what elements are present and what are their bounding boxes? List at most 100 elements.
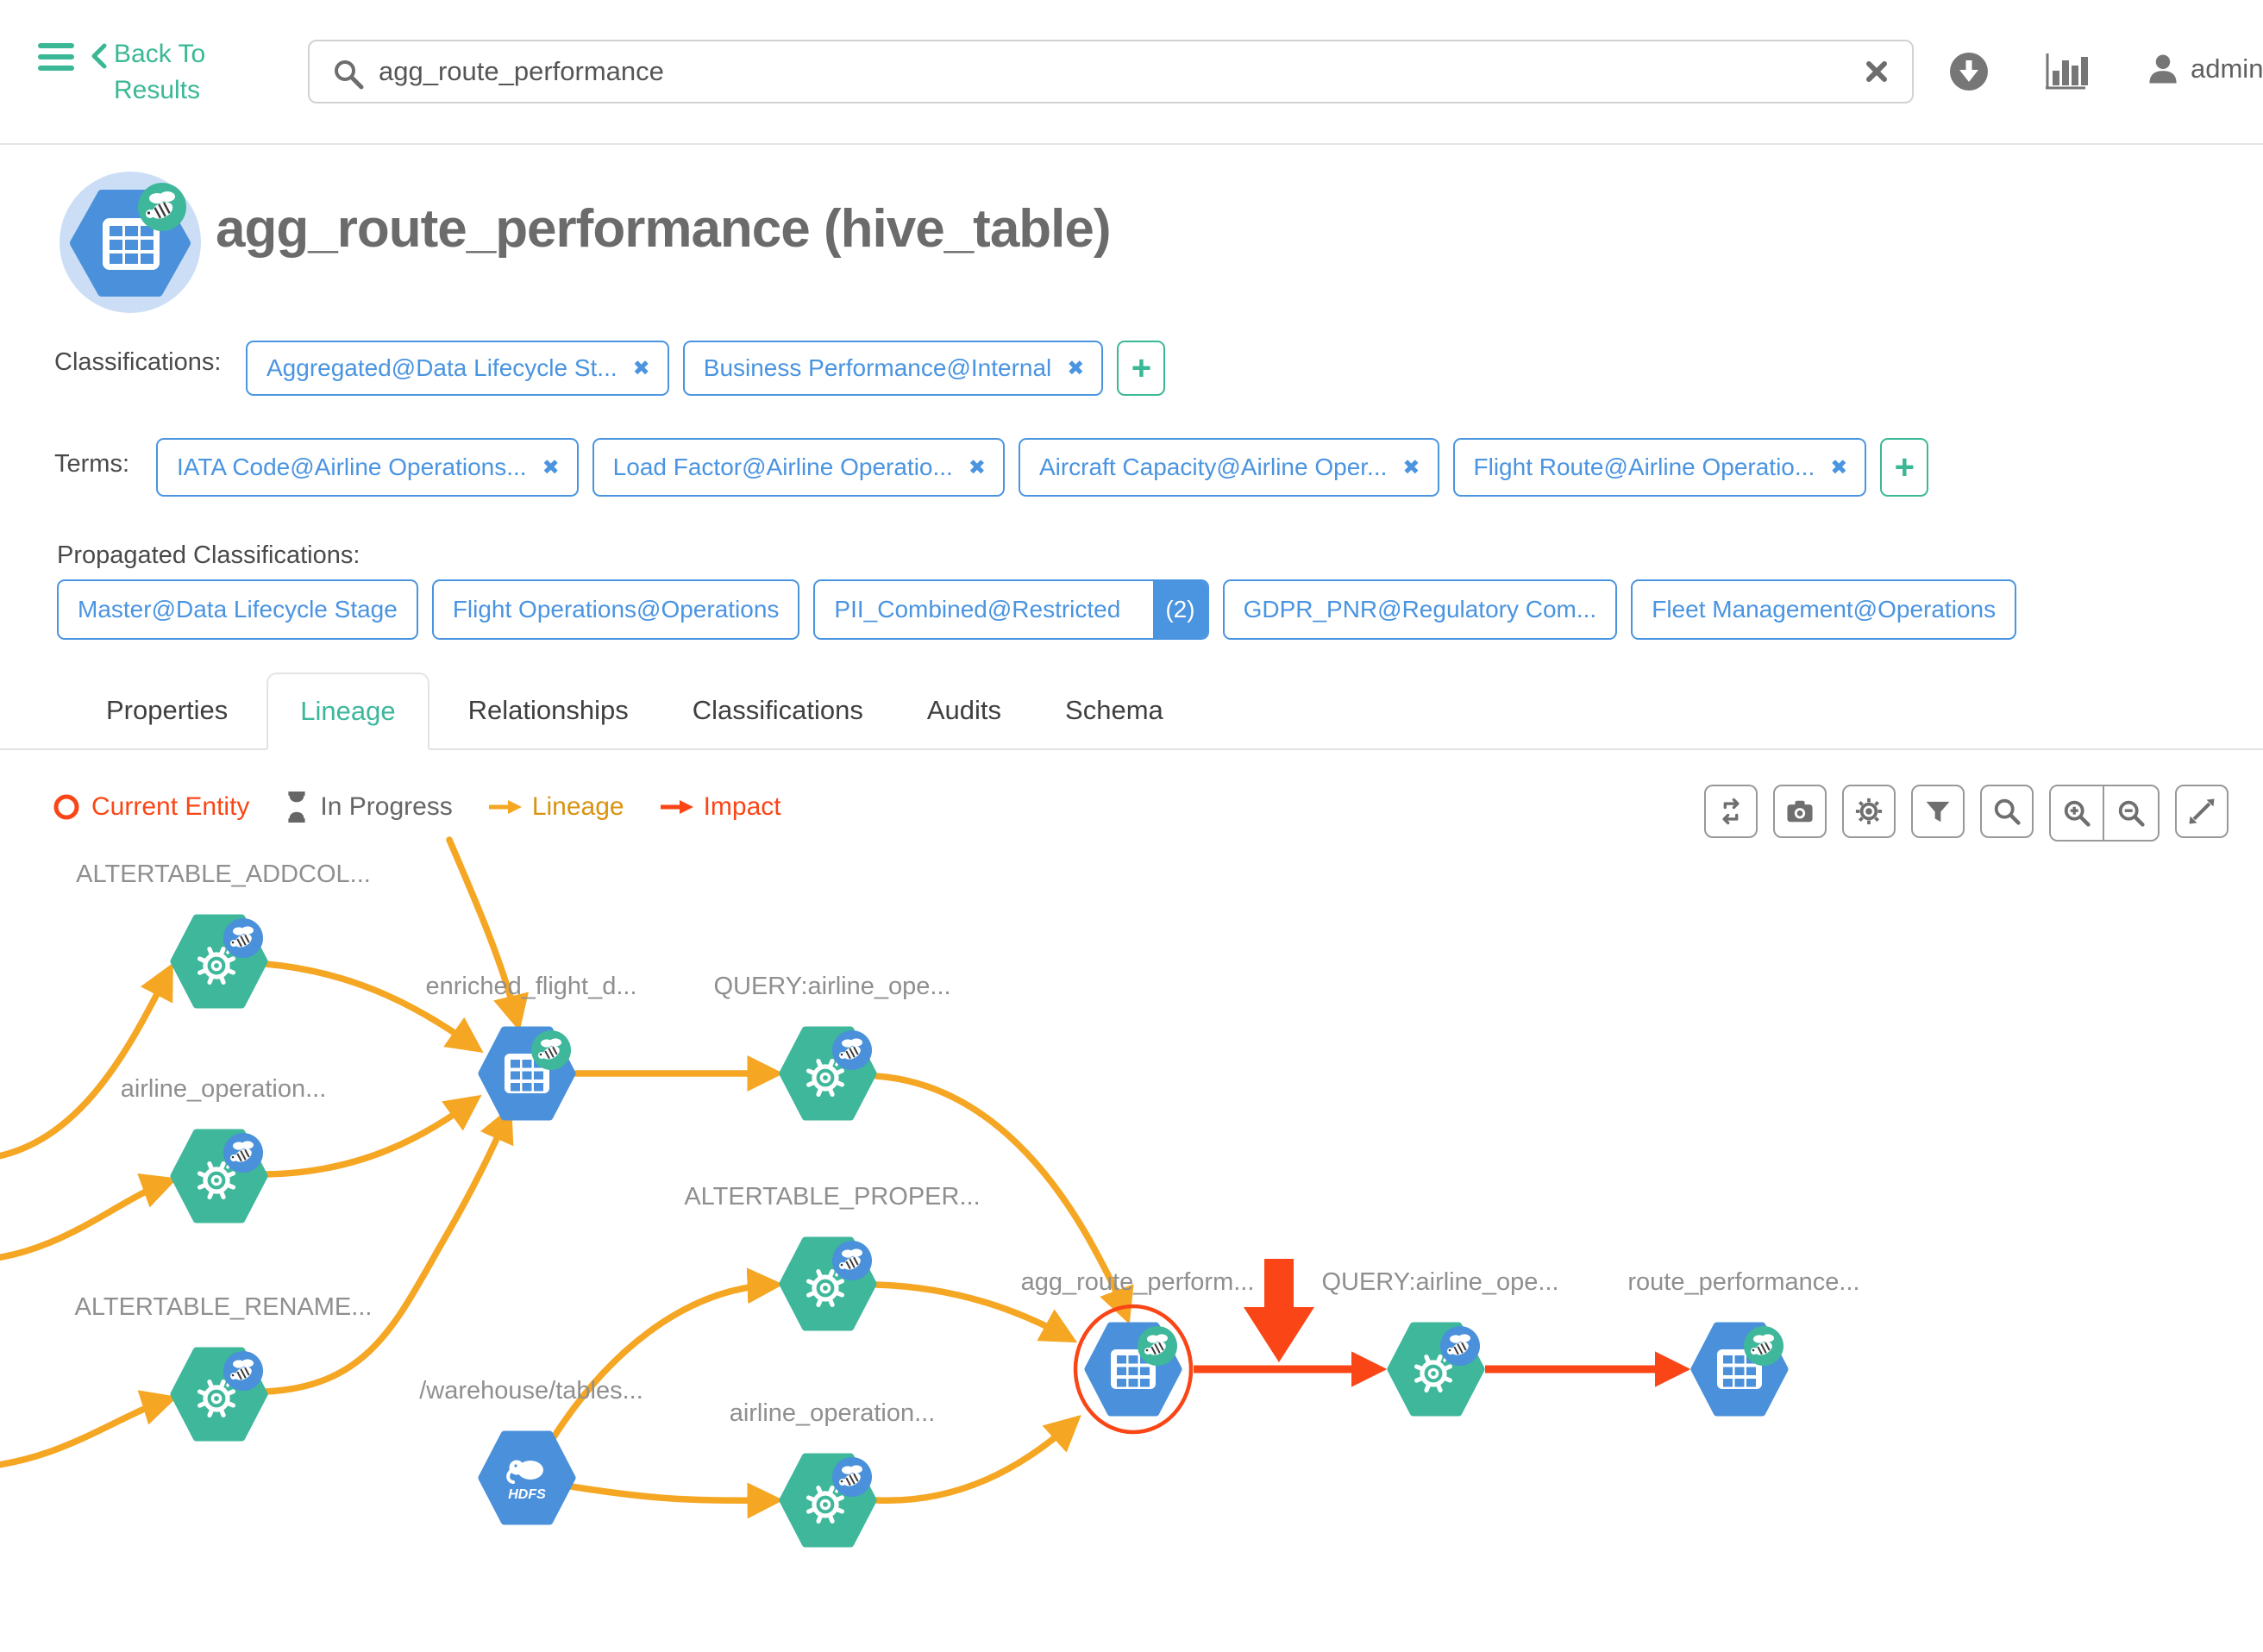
search-icon [335,60,364,90]
lineage-node-altertable_proper[interactable]: ALTERTABLE_PROPER... [684,1183,981,1331]
fullscreen-button[interactable] [2175,785,2229,838]
add-classification-button[interactable]: + [1117,341,1166,396]
fullscreen-icon [2189,798,2215,824]
add-term-button[interactable]: + [1880,438,1929,497]
chip-iata-code-airline-operations[interactable]: IATA Code@Airline Operations... ✖ [156,438,579,497]
lineage-node-agg_route_performance[interactable]: agg_route_perform... [1021,1268,1255,1435]
chip-label: GDPR_PNR@Regulatory Com... [1243,596,1597,623]
lineage-edge [567,1482,784,1519]
user-name: admin [2191,53,2263,84]
lineage-node-route_performance[interactable]: route_performance... [1627,1268,1860,1417]
tab-relationships[interactable]: Relationships [467,695,629,725]
lineage-node-query_airline_b[interactable]: QUERY:airline_ope... [1321,1268,1559,1417]
tab-audits[interactable]: Audits [926,695,1002,725]
lineage-edge [549,1267,784,1443]
chip-load-factor-airline-operatio[interactable]: Load Factor@Airline Operatio...✖ [592,438,1005,497]
remove-chip-icon[interactable]: ✖ [968,455,986,479]
zoom-in-icon [2064,800,2091,827]
chip-flight-operations-operations[interactable]: Flight Operations@Operations [431,579,800,640]
chip-aggregated-data-lifecycle-st[interactable]: Aggregated@Data Lifecycle St...✖ [246,341,669,396]
user-icon [2149,54,2177,84]
terms-label: Terms: [54,450,129,478]
lineage-node-airline_operation_b[interactable]: airline_operation... [730,1399,936,1548]
tab-classifications[interactable]: Classifications [692,695,863,725]
refresh-button[interactable] [1704,785,1758,838]
propagation-count-badge[interactable]: (2) [1153,581,1207,638]
chip-label: PII_Combined@Restricted [834,596,1121,623]
chip-label: IATA Code@Airline Operations... [177,454,527,480]
chip-business-performance-interna[interactable]: Business Performance@Internal ✖ [682,341,1104,396]
tab-schema[interactable]: Schema [1065,695,1163,725]
zoom-in-button[interactable] [2051,786,2104,840]
classifications-chip-row: Aggregated@Data Lifecycle St...✖Business… [246,341,1166,396]
lineage-node-altertable_addcol[interactable]: ALTERTABLE_ADDCOL... [76,860,371,1009]
chip-fleet-management-operations[interactable]: Fleet Management@Operations [1631,579,2017,640]
entity-tabs: Properties Lineage Relationships Classifica… [0,673,2263,750]
lineage-edge [262,961,484,1054]
lineage-edge [873,1073,1134,1324]
lineage-legend: Current Entity In Progress Lineage Impac… [52,786,781,828]
legend-label: Impact [703,792,781,821]
chip-pii-combined-restricted[interactable]: PII_Combined@Restricted (2) [813,579,1209,640]
refresh-icon [1722,798,1740,825]
user-menu[interactable]: admin [2144,50,2263,88]
search-box [308,40,1914,103]
lineage-edge [0,962,173,1160]
zoom-out-button[interactable] [2104,786,2158,840]
lineage-edge [262,1094,482,1178]
lineage-node-label: QUERY:airline_ope... [1321,1268,1558,1296]
tab-properties[interactable]: Properties [106,695,229,725]
lineage-node-airline_operation_a[interactable]: airline_operation... [121,1075,327,1223]
settings-button[interactable] [1842,785,1896,838]
legend-current-entity: Current Entity [52,792,249,822]
lineage-node-enriched_flight[interactable]: enriched_flight_d... [425,973,637,1121]
remove-chip-icon[interactable]: ✖ [1402,455,1420,479]
lineage-edges [0,836,1134,1519]
download-icon[interactable] [1947,50,1990,93]
filter-icon [1926,801,1950,823]
lineage-node-altertable_rename[interactable]: ALTERTABLE_RENAME... [75,1293,373,1442]
hamburger-icon[interactable] [38,43,74,72]
legend-label: Current Entity [91,792,250,821]
chip-label: Business Performance@Internal [703,354,1052,381]
lineage-node-label: airline_operation... [121,1075,327,1103]
legend-label: In Progress [320,792,453,821]
chip-label: Flight Route@Airline Operatio... [1473,454,1815,480]
back-link-label: Back To Results [114,40,206,104]
lineage-node-label: route_performance... [1627,1268,1859,1296]
lineage-node-label: ALTERTABLE_ADDCOL... [76,860,371,888]
chip-master-data-lifecycle-stage[interactable]: Master@Data Lifecycle Stage [57,579,418,640]
lineage-node-query_airline_a[interactable]: QUERY:airline_ope... [713,973,951,1121]
top-bar: Back To Results admin [0,0,2263,145]
svg-text:HDFS: HDFS [508,1487,546,1502]
hive-badge-icon [138,183,186,231]
remove-chip-icon[interactable]: ✖ [1067,356,1085,380]
lineage-node-label: /warehouse/tables... [419,1377,643,1405]
hive-table-entity-icon [60,172,201,313]
legend-impact: Impact [659,792,781,822]
legend-in-progress: In Progress [284,792,453,823]
chevron-left-icon [91,43,107,69]
search-input[interactable] [379,43,1827,100]
back-to-results-link[interactable]: Back To Results [91,36,265,109]
clear-icon[interactable] [1860,55,1893,88]
filter-button[interactable] [1911,785,1965,838]
gear-icon [1855,798,1883,825]
lineage-edge [873,1281,1078,1343]
remove-chip-icon[interactable]: ✖ [632,356,650,380]
screenshot-button[interactable] [1773,785,1827,838]
lineage-node-warehouse_tables[interactable]: HDFS/warehouse/tables... [419,1377,643,1525]
chip-flight-route-airline-operati[interactable]: Flight Route@Airline Operatio... ✖ [1452,438,1867,497]
chip-gdpr-pnr-regulatory-com-[interactable]: GDPR_PNR@Regulatory Com... [1222,579,1618,640]
chart-icon[interactable] [2042,50,2089,93]
chip-aircraft-capacity-airline-op[interactable]: Aircraft Capacity@Airline Oper...✖ [1018,438,1439,497]
search-button[interactable] [1980,785,2034,838]
current-entity-ring-icon [52,792,81,822]
remove-chip-icon[interactable]: ✖ [542,455,560,479]
remove-chip-icon[interactable]: ✖ [1830,455,1848,479]
legend-label: Lineage [531,792,624,821]
tab-lineage[interactable]: Lineage [266,673,429,750]
